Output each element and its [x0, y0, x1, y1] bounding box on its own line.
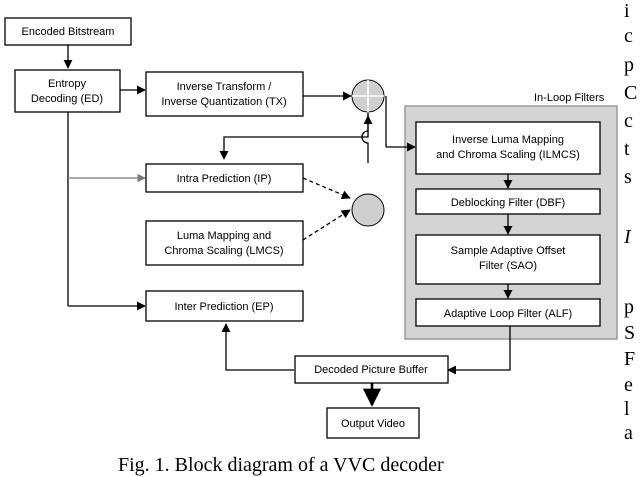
inter-prediction-label: Inter Prediction (EP)	[174, 301, 273, 313]
output-video-block: Output Video	[326, 407, 420, 439]
wire-lmcs-to-combiner	[302, 209, 351, 241]
in-loop-filters-title: In-Loop Filters	[534, 92, 605, 104]
side-text-0: i	[624, 0, 630, 22]
prediction-combiner-node	[351, 193, 385, 227]
inverse-transform-block: Inverse Transform / Inverse Quantization…	[145, 71, 304, 117]
entropy-decoding-label-1: Entropy	[48, 78, 86, 90]
intra-prediction-label: Intra Prediction (IP)	[177, 173, 272, 185]
ilmcs-block: Inverse Luma Mapping and Chroma Scaling …	[415, 121, 601, 175]
ilmcs-label-1: Inverse Luma Mapping	[452, 134, 564, 146]
sao-label-1: Sample Adaptive Offset	[451, 245, 566, 257]
summation-node	[351, 79, 385, 113]
inverse-transform-label-1: Inverse Transform /	[177, 81, 273, 93]
encoded-bitstream-block: Encoded Bitstream	[4, 17, 132, 46]
side-text-4: c	[624, 110, 633, 132]
side-text-9: S	[624, 322, 636, 344]
side-text-1: c	[624, 25, 633, 47]
side-text-3: C	[624, 82, 638, 104]
side-text-12: l	[624, 398, 630, 420]
wire-sum-feedback	[219, 113, 369, 160]
entropy-decoding-label-2: Decoding (ED)	[31, 93, 103, 105]
inverse-transform-label-2: Inverse Quantization (TX)	[161, 96, 286, 108]
entropy-decoding-block: Entropy Decoding (ED)	[14, 69, 121, 113]
side-text-11: e	[624, 374, 633, 396]
output-video-label: Output Video	[341, 418, 405, 430]
side-text-2: p	[624, 54, 634, 76]
dbf-label: Deblocking Filter (DBF)	[451, 197, 565, 209]
lmcs-block: Luma Mapping and Chroma Scaling (LMCS)	[145, 220, 304, 266]
figure-caption: Fig. 1. Block diagram of a VVC decoder	[118, 454, 444, 476]
side-text-7: I	[624, 226, 631, 248]
encoded-bitstream-label: Encoded Bitstream	[22, 26, 115, 38]
lmcs-label-1: Luma Mapping and	[177, 230, 271, 242]
side-text-8: p	[624, 296, 634, 318]
side-text-10: F	[624, 348, 636, 370]
decoded-picture-buffer-label: Decoded Picture Buffer	[314, 364, 428, 376]
ilmcs-label-2: and Chroma Scaling (ILMCS)	[436, 149, 580, 161]
wire-ip-to-combiner	[302, 177, 351, 199]
side-text-6: s	[624, 166, 632, 188]
side-text-5: t	[624, 138, 630, 160]
side-text-13: a	[624, 422, 633, 444]
dbf-block: Deblocking Filter (DBF)	[415, 188, 601, 215]
intra-prediction-block: Intra Prediction (IP)	[145, 163, 304, 193]
lmcs-label-2: Chroma Scaling (LMCS)	[164, 245, 283, 257]
inter-prediction-block: Inter Prediction (EP)	[145, 290, 304, 322]
sao-label-2: Filter (SAO)	[479, 260, 537, 272]
alf-block: Adaptive Loop Filter (ALF)	[415, 298, 601, 327]
decoded-picture-buffer-block: Decoded Picture Buffer	[294, 355, 449, 384]
sao-block: Sample Adaptive Offset Filter (SAO)	[415, 234, 601, 285]
alf-label: Adaptive Loop Filter (ALF)	[444, 308, 572, 320]
wire-dpb-to-ep	[221, 323, 294, 371]
wire-combiner-to-sum	[361, 115, 373, 163]
wire-alf-to-dpb	[447, 326, 511, 375]
